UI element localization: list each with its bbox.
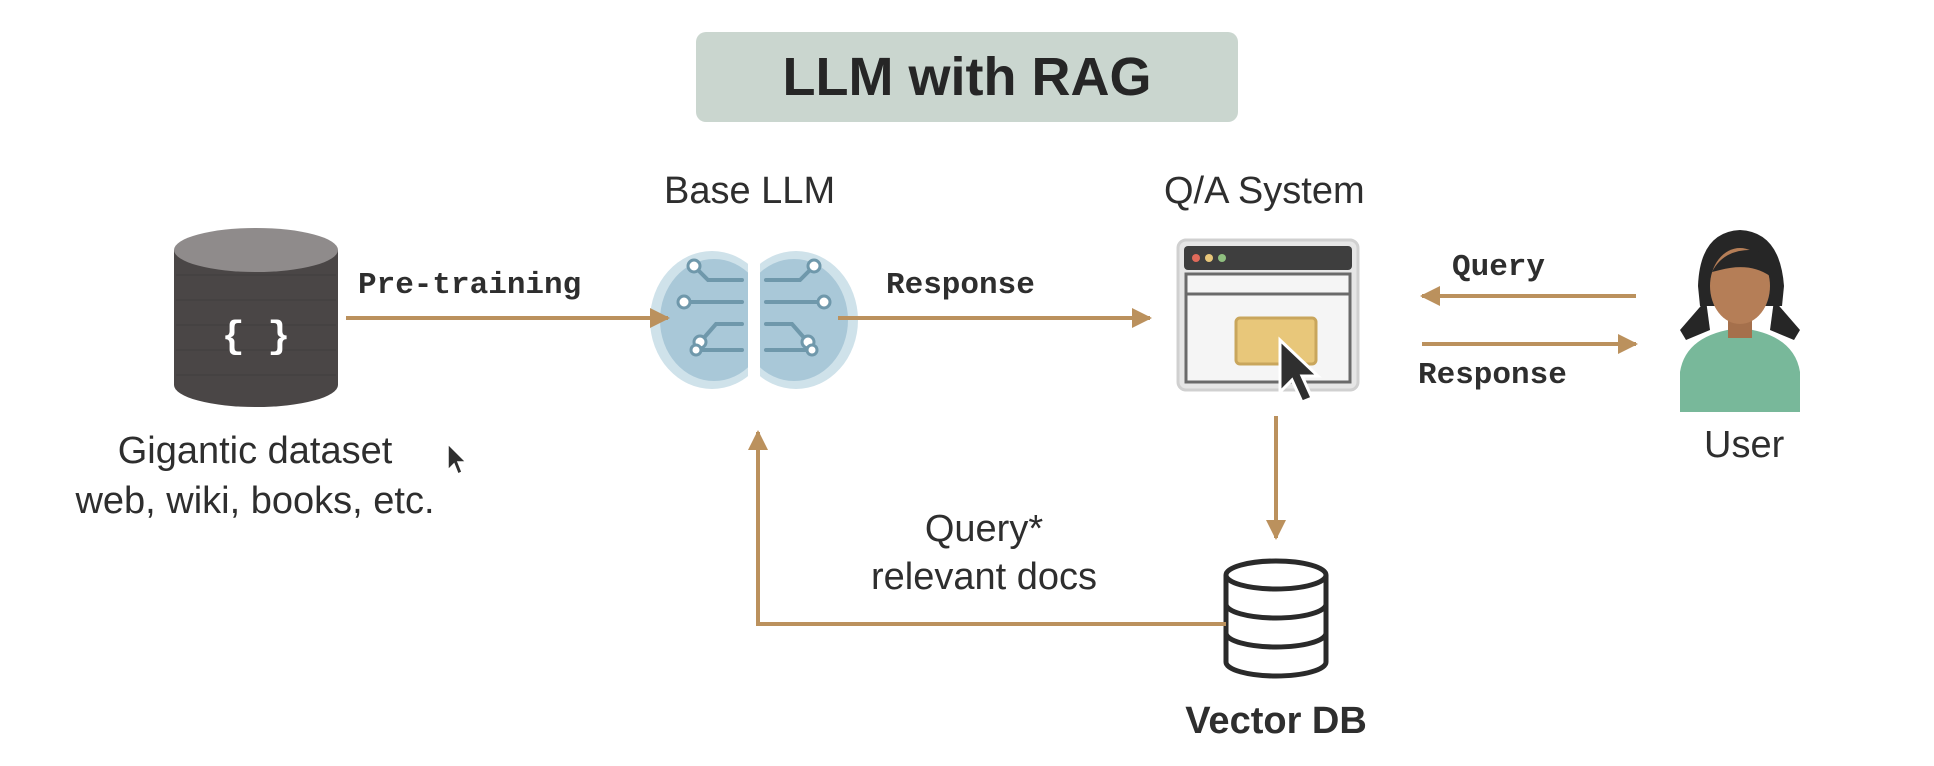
- edge-label-query-user: Query: [1452, 250, 1546, 285]
- vector-db-label: Vector DB: [1185, 700, 1367, 742]
- edge-label-rag-line1: Query*: [924, 508, 1044, 550]
- title-badge: LLM with RAG: [696, 32, 1238, 122]
- mouse-cursor-icon: [447, 442, 468, 476]
- database-stack-icon: [1223, 558, 1329, 679]
- dataset-label-line2: web, wiki, books, etc.: [75, 480, 435, 522]
- diagram-title: LLM with RAG: [782, 47, 1152, 107]
- user-label: User: [1704, 424, 1785, 466]
- arrow-vectordb-to-llm: [748, 430, 1226, 626]
- browser-window-icon: [1176, 238, 1360, 404]
- edge-label-response-user: Response: [1418, 358, 1567, 393]
- edge-label-response-llm: Response: [886, 268, 1035, 303]
- brain-icon: [650, 251, 858, 389]
- dataset-label-line1: Gigantic dataset: [117, 430, 393, 472]
- person-avatar-icon: [1680, 230, 1800, 412]
- qa-system-label: Q/A System: [1164, 170, 1365, 212]
- database-cylinder-icon: { }: [174, 228, 338, 407]
- base-llm-label: Base LLM: [664, 170, 836, 212]
- edge-label-pretraining: Pre-training: [358, 268, 582, 303]
- edge-label-rag-line2: relevant docs: [870, 556, 1097, 598]
- curly-braces-glyph: { }: [222, 316, 290, 359]
